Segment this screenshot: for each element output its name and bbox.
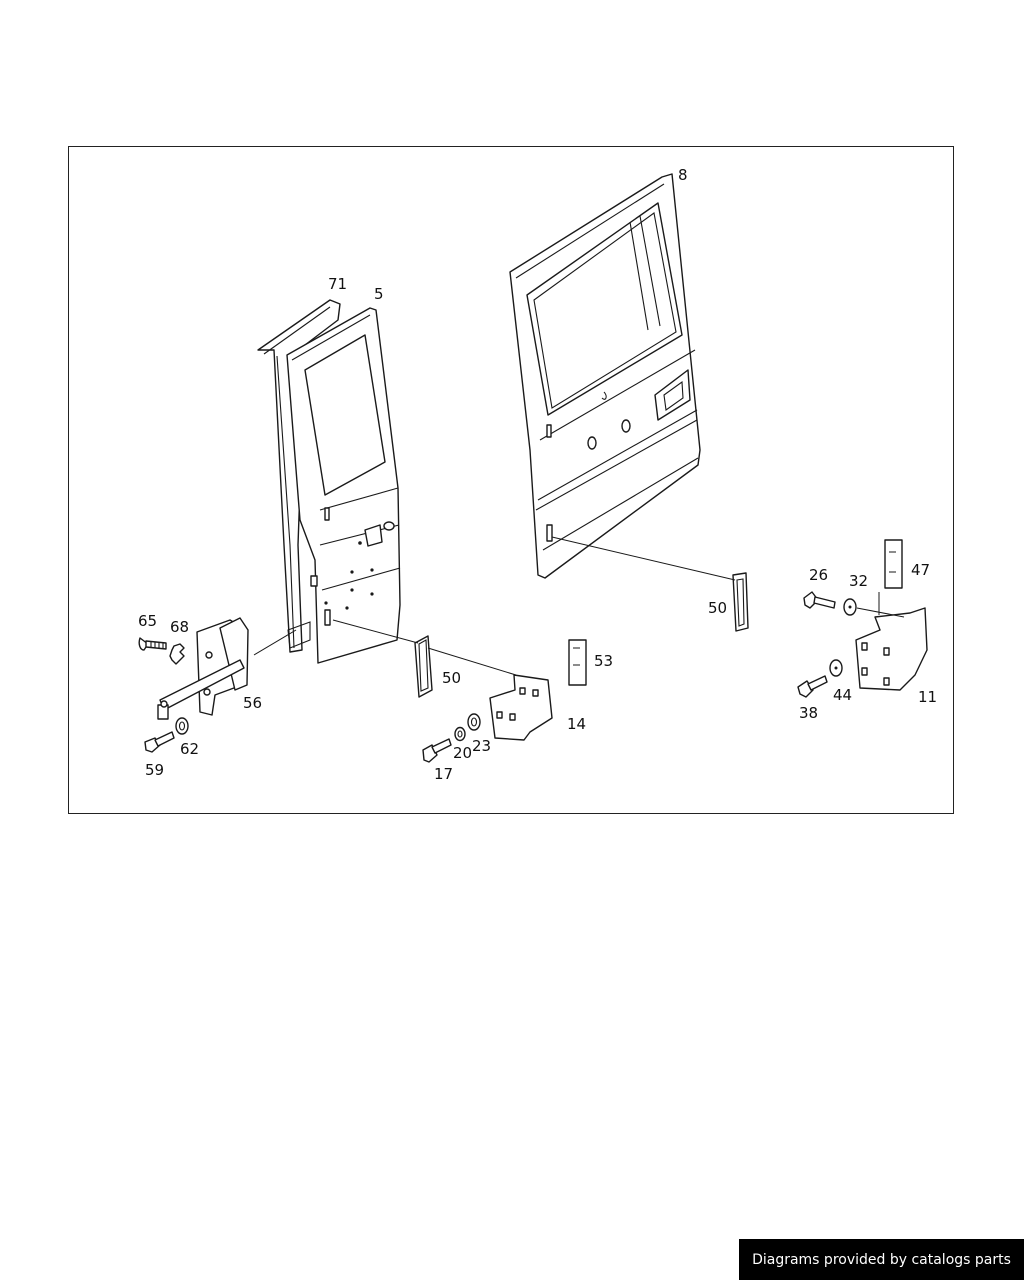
hinge-gasket-50-left [414,635,433,698]
callout-53: 53 [594,652,613,670]
bolt-26 [803,591,836,609]
callout-56: 56 [243,694,262,712]
hinge-gasket-50-right [732,572,749,632]
callout-11: 11 [918,688,937,706]
callout-23: 23 [472,737,491,755]
left-door-panel [286,307,401,664]
footer-credit-banner: Diagrams provided by catalogs parts [739,1239,1024,1280]
callout-26: 26 [809,566,828,584]
callout-20: 20 [453,744,472,762]
callout-32: 32 [849,572,868,590]
washer-62 [175,717,189,735]
lock-washer-68 [169,643,185,665]
hinge-14 [489,674,553,741]
bolt-59 [144,731,175,753]
washer-32 [843,598,857,616]
washer-20 [454,726,466,742]
callout-14: 14 [567,715,586,733]
callout-labels: 8 71 5 65 68 56 59 62 50 53 14 17 20 23 … [138,166,937,783]
callout-59: 59 [145,761,164,779]
callout-50-right: 50 [708,599,727,617]
washer-44 [829,659,843,677]
bolt-17 [422,738,452,763]
callout-71: 71 [328,275,347,293]
shim-47 [884,539,903,589]
callout-65: 65 [138,612,157,630]
callout-17: 17 [434,765,453,783]
shim-53 [568,639,587,686]
callout-38: 38 [799,704,818,722]
callout-8: 8 [678,166,688,184]
washer-23 [467,713,481,731]
callout-44: 44 [833,686,852,704]
callout-5: 5 [374,285,384,303]
callout-68: 68 [170,618,189,636]
leader-lines [253,536,905,676]
bolt-38 [797,675,828,698]
door-check-strap [157,617,249,720]
callout-50-left: 50 [442,669,461,687]
bolt-65 [138,637,167,651]
hinge-11 [855,607,928,691]
callout-62: 62 [180,740,199,758]
right-door-panel [509,173,701,579]
callout-47: 47 [911,561,930,579]
